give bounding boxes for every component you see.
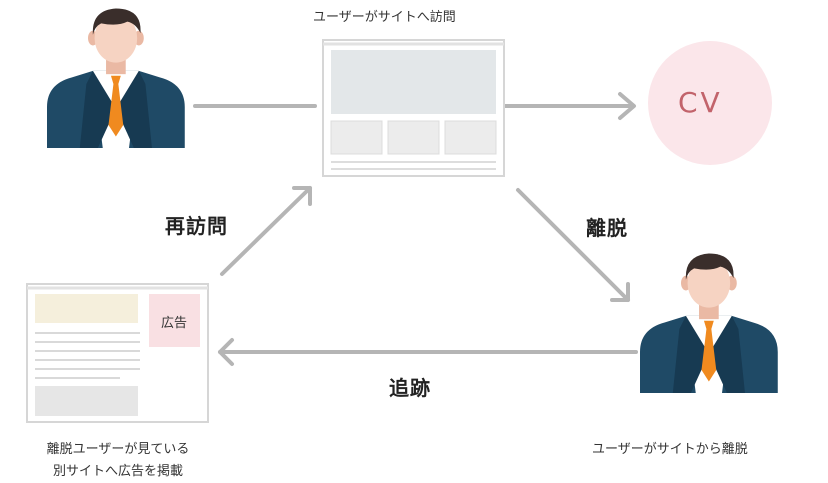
webpage-wireframe-icon — [322, 39, 505, 177]
arrow-leave-head — [610, 282, 630, 302]
arrow-leave — [516, 188, 630, 302]
retarget-label: 追跡 — [389, 376, 431, 400]
webpage-with-ad-icon — [26, 283, 209, 423]
arrow-revisit — [220, 186, 312, 276]
cv-label: CV — [678, 86, 723, 119]
arrow-retarget-head — [218, 338, 234, 366]
ad-box — [149, 294, 200, 347]
visit-label: ユーザーがサイトへ訪問 — [313, 10, 456, 25]
cv-circle — [648, 41, 772, 165]
left-caption-line1: 離脱ユーザーが見ている — [46, 442, 190, 457]
right-caption: ユーザーがサイトから離脱 — [592, 442, 748, 457]
businessman-icon-bottom-right — [640, 253, 778, 393]
revisit-label: 再訪問 — [165, 214, 228, 238]
ad-label: 広告 — [161, 316, 188, 331]
businessman-icon-top-left — [47, 8, 185, 148]
leave-label: 離脱 — [586, 216, 628, 240]
arrow-to-cv-head — [618, 92, 636, 120]
arrow-revisit-head — [292, 186, 312, 206]
left-caption-line2: 別サイトへ広告を掲載 — [52, 464, 183, 479]
